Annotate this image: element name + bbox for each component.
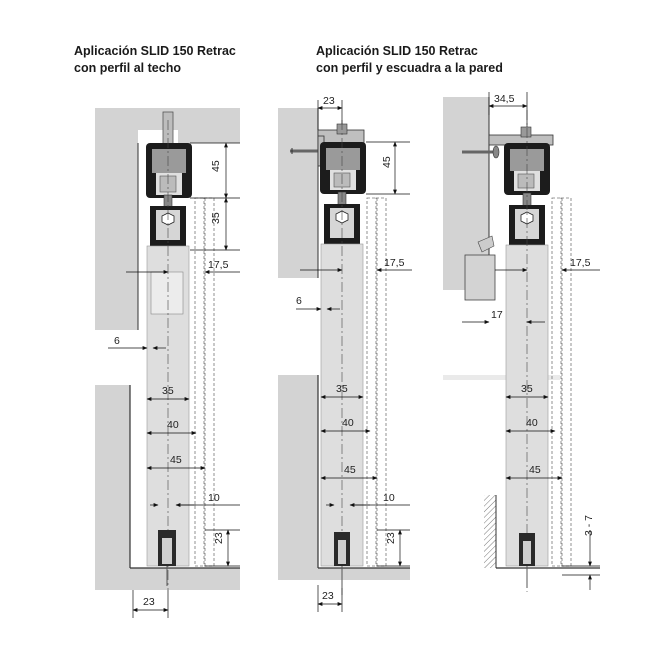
support-block <box>464 254 496 301</box>
track-profile <box>320 142 366 194</box>
left-dim-17-5: 17,5 <box>208 259 229 271</box>
left-dim-45: 45 <box>210 160 222 172</box>
stop-clip <box>477 235 495 253</box>
left-diagram: 45 35 17,5 6 35 40 45 10 23 23 <box>95 108 240 618</box>
right-title-line-1: Aplicación SLID 150 Retrac <box>316 44 478 58</box>
middle-diagram: 23 45 17,5 6 35 40 45 10 23 23 <box>278 95 412 612</box>
left-dim-panel-35: 35 <box>162 385 174 397</box>
right-dim-34-5: 34,5 <box>494 93 515 105</box>
left-dim-10: 10 <box>208 492 220 504</box>
middle-dim-6: 6 <box>296 295 302 307</box>
left-dim-23-vertical: 23 <box>213 532 225 544</box>
middle-dim-45: 45 <box>381 156 393 168</box>
wall-screw <box>462 145 500 159</box>
wall-screw <box>290 148 318 154</box>
floor-hatch <box>484 495 496 568</box>
left-dim-panel-40: 40 <box>167 419 179 431</box>
left-dim-23-horizontal: 23 <box>143 596 155 608</box>
right-dim-panel-35: 35 <box>521 383 533 395</box>
left-dim-35: 35 <box>210 212 222 224</box>
ceiling-block <box>95 108 240 330</box>
left-dim-panel-45: 45 <box>170 454 182 466</box>
middle-dim-23-vertical: 23 <box>385 532 397 544</box>
wall-floor-block <box>95 385 240 590</box>
right-dim-floor-gap: 3 - 7 <box>583 515 595 536</box>
left-dim-6: 6 <box>114 335 120 347</box>
right-dim-17-5: 17,5 <box>570 257 591 269</box>
right-title-line-2: con perfil y escuadra a la pared <box>316 61 503 75</box>
track-profile <box>146 143 192 198</box>
left-title-line-1: Aplicación SLID 150 Retrac <box>74 44 236 58</box>
middle-dim-17-5: 17,5 <box>384 257 405 269</box>
wall-upper-block <box>278 108 318 278</box>
middle-dim-panel-35: 35 <box>336 383 348 395</box>
right-dim-panel-45: 45 <box>529 464 541 476</box>
left-title-line-2: con perfil al techo <box>74 61 181 75</box>
middle-dim-23-top: 23 <box>323 95 335 107</box>
middle-dim-10: 10 <box>383 492 395 504</box>
middle-dim-panel-45: 45 <box>344 464 356 476</box>
right-dim-17: 17 <box>491 309 503 321</box>
right-diagram: 34,5 17,5 17 35 40 45 3 - 7 <box>443 92 600 592</box>
right-dim-panel-40: 40 <box>526 417 538 429</box>
wall-floor-block <box>278 375 410 580</box>
middle-dim-23-horizontal: 23 <box>322 590 334 602</box>
middle-dim-panel-40: 40 <box>342 417 354 429</box>
